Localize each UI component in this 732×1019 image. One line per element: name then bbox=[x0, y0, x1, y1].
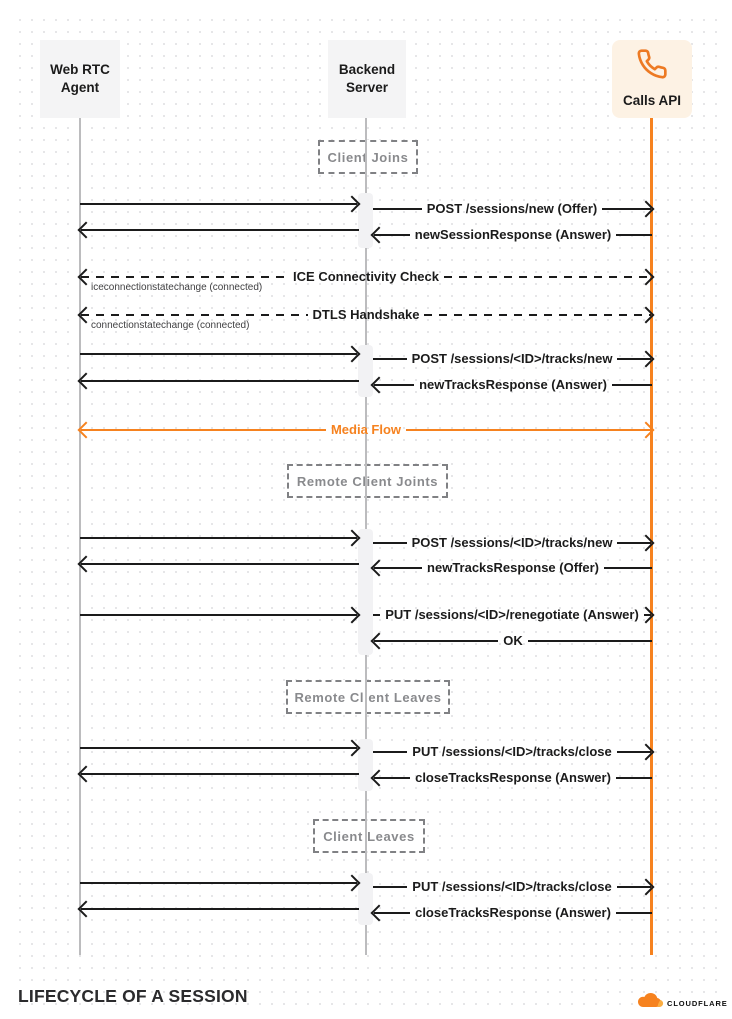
phone-icon bbox=[636, 48, 668, 85]
message-arrow: PUT /sessions/<ID>/tracks/close bbox=[373, 878, 655, 896]
arrowhead-left-icon bbox=[77, 900, 95, 918]
arrowhead-left-icon bbox=[77, 221, 95, 239]
activation-bar bbox=[358, 529, 373, 655]
cloudflare-wordmark: CLOUDFLARE bbox=[667, 998, 728, 1008]
message-arrow: closeTracksResponse (Answer) bbox=[370, 904, 652, 922]
message-arrow bbox=[77, 555, 359, 573]
message-label: POST /sessions/<ID>/tracks/new bbox=[411, 534, 613, 550]
message-arrow: newSessionResponse (Answer) bbox=[370, 226, 652, 244]
actor-label: Web RTC Agent bbox=[50, 61, 110, 95]
lifeline-webrtc-agent bbox=[79, 118, 81, 955]
page-title: LIFECYCLE OF A SESSION bbox=[18, 986, 248, 1006]
arrowhead-left-icon bbox=[77, 765, 95, 783]
arrowhead-left-icon bbox=[370, 376, 388, 394]
message-label: newTracksResponse (Offer) bbox=[427, 559, 599, 575]
cloudflare-logo: CLOUDFLARE bbox=[637, 993, 728, 1013]
message-label: PUT /sessions/<ID>/tracks/close bbox=[412, 878, 612, 894]
activation-bar bbox=[358, 739, 373, 791]
activation-bar bbox=[358, 345, 373, 397]
message-arrow: POST /sessions/new (Offer) bbox=[373, 200, 655, 218]
section-label: Remote Client Joints bbox=[296, 473, 439, 489]
message-arrow bbox=[80, 195, 361, 213]
arrowhead-right-icon bbox=[343, 529, 361, 547]
arrowhead-right-icon bbox=[343, 606, 361, 624]
arrowhead-right-icon bbox=[637, 743, 655, 761]
message-label: DTLS Handshake bbox=[312, 306, 420, 322]
actor-backend-server: Backend Server bbox=[328, 40, 406, 118]
lifeline-calls-api bbox=[650, 118, 653, 955]
section-label: Remote Client Leaves bbox=[294, 689, 442, 705]
message-label: PUT /sessions/<ID>/renegotiate (Answer) bbox=[385, 606, 639, 622]
message-arrow: POST /sessions/<ID>/tracks/new bbox=[373, 350, 655, 368]
arrowhead-left-icon bbox=[370, 559, 388, 577]
arrowhead-left-icon bbox=[370, 632, 388, 650]
actor-calls-api: Calls API bbox=[612, 40, 692, 118]
arrowhead-right-icon bbox=[637, 534, 655, 552]
message-label: Media Flow bbox=[330, 421, 402, 437]
message-arrow bbox=[80, 345, 361, 363]
message-label: newSessionResponse (Answer) bbox=[414, 226, 612, 242]
arrowhead-right-icon bbox=[637, 421, 655, 439]
activation-bar bbox=[358, 193, 373, 248]
message-sublabel: connectionstatechange (connected) bbox=[91, 320, 250, 331]
arrowhead-left-icon bbox=[370, 769, 388, 787]
message-arrow bbox=[77, 372, 359, 390]
section-remote-client-leaves: Remote Client Leaves bbox=[286, 680, 450, 714]
message-label: newTracksResponse (Answer) bbox=[419, 376, 607, 392]
message-arrow bbox=[80, 739, 361, 757]
message-arrow: closeTracksResponse (Answer) bbox=[370, 769, 652, 787]
message-arrow: PUT /sessions/<ID>/renegotiate (Answer) bbox=[373, 606, 655, 624]
arrowhead-left-icon bbox=[77, 555, 95, 573]
arrowhead-right-icon bbox=[637, 350, 655, 368]
arrowhead-right-icon bbox=[343, 345, 361, 363]
message-arrow bbox=[77, 221, 359, 239]
arrowhead-right-icon bbox=[343, 195, 361, 213]
message-arrow bbox=[77, 900, 359, 918]
message-label: PUT /sessions/<ID>/tracks/close bbox=[412, 743, 612, 759]
message-label: closeTracksResponse (Answer) bbox=[415, 769, 611, 785]
message-arrow-ice: ICE Connectivity Check iceconnectionstat… bbox=[77, 268, 655, 293]
actor-label: Backend Server bbox=[338, 61, 396, 95]
message-arrow: PUT /sessions/<ID>/tracks/close bbox=[373, 743, 655, 761]
actor-webrtc-agent: Web RTC Agent bbox=[40, 40, 120, 118]
section-client-joins: Client Joins bbox=[318, 140, 418, 174]
message-arrow: POST /sessions/<ID>/tracks/new bbox=[373, 534, 655, 552]
arrowhead-right-icon bbox=[637, 200, 655, 218]
message-arrow bbox=[80, 529, 361, 547]
cloudflare-cloud-icon bbox=[637, 993, 664, 1013]
message-arrow bbox=[80, 874, 361, 892]
message-label: POST /sessions/new (Offer) bbox=[426, 200, 598, 216]
message-arrow: newTracksResponse (Answer) bbox=[370, 376, 653, 394]
arrowhead-left-icon bbox=[370, 904, 388, 922]
arrowhead-left-icon bbox=[77, 421, 95, 439]
message-arrow bbox=[77, 765, 359, 783]
arrowhead-right-icon bbox=[343, 874, 361, 892]
arrowhead-right-icon bbox=[637, 878, 655, 896]
arrowhead-left-icon bbox=[370, 226, 388, 244]
arrowhead-right-icon bbox=[637, 268, 655, 286]
message-label: closeTracksResponse (Answer) bbox=[415, 904, 611, 920]
message-label: OK bbox=[503, 632, 523, 648]
message-arrow: OK bbox=[370, 632, 652, 650]
section-label: Client Leaves bbox=[323, 828, 415, 844]
activation-bar bbox=[358, 873, 373, 925]
message-sublabel: iceconnectionstatechange (connected) bbox=[91, 282, 263, 293]
section-remote-client-joints: Remote Client Joints bbox=[287, 464, 448, 498]
message-label: POST /sessions/<ID>/tracks/new bbox=[411, 350, 613, 366]
message-arrow bbox=[80, 606, 361, 624]
message-arrow-dtls: DTLS Handshake connectionstatechange (co… bbox=[77, 306, 655, 331]
arrowhead-right-icon bbox=[343, 739, 361, 757]
section-label: Client Joins bbox=[327, 149, 409, 165]
arrowhead-left-icon bbox=[77, 372, 95, 390]
section-client-leaves: Client Leaves bbox=[313, 819, 425, 853]
arrowhead-right-icon bbox=[637, 306, 655, 324]
actor-label: Calls API bbox=[622, 92, 682, 108]
message-arrow: newTracksResponse (Offer) bbox=[370, 559, 653, 577]
message-arrow-media-flow: Media Flow bbox=[77, 421, 655, 439]
message-label: ICE Connectivity Check bbox=[293, 268, 439, 284]
